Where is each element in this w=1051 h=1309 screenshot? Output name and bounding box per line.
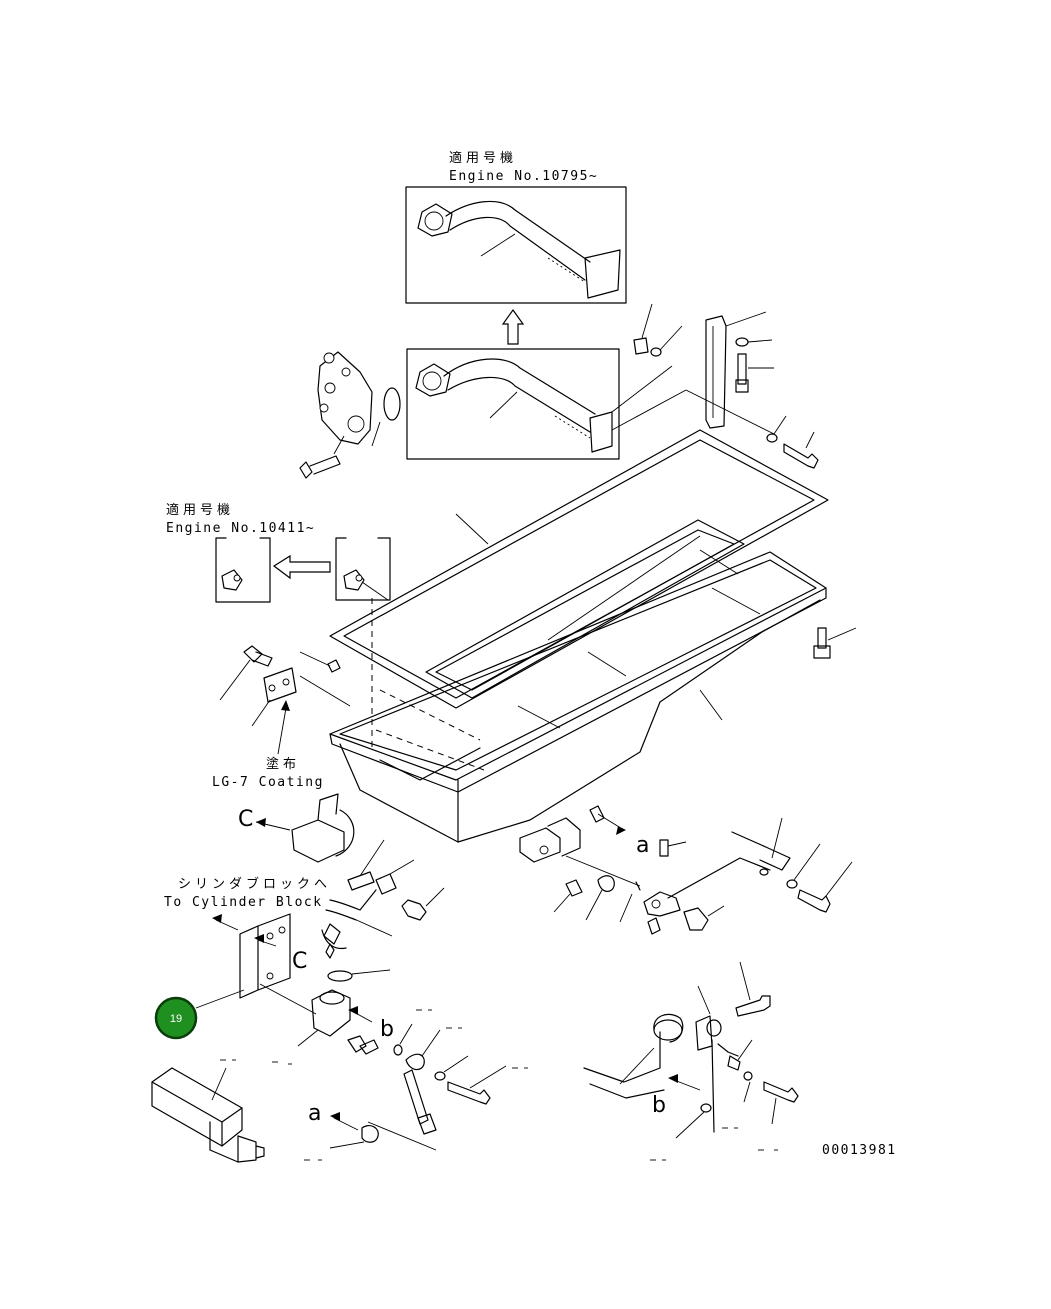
- hollow-up-arrow-icon: [501, 308, 525, 345]
- hose-fittings: [329, 1023, 507, 1151]
- right-side-fittings: [519, 805, 853, 935]
- top-right-fasteners: [611, 303, 819, 469]
- oil-pan: [329, 551, 857, 843]
- engine-number-label-top: Engine No.10795~: [449, 169, 598, 184]
- callout-number: 19: [170, 1013, 182, 1025]
- reference-c-left: C: [238, 807, 253, 832]
- hollow-left-arrow-icon: [272, 554, 331, 580]
- inset-box-bolt-new: [215, 537, 271, 603]
- plug-and-plate: [219, 645, 351, 755]
- support-bracket: [255, 793, 385, 891]
- pump-cover-bracket: [299, 351, 401, 479]
- applicable-models-label-mid: 適用号機: [166, 502, 234, 518]
- callout-marker-19[interactable]: 19: [154, 996, 198, 1040]
- coating-label-en: LG-7 Coating: [212, 775, 324, 790]
- drawing-number: 00013981: [822, 1143, 897, 1158]
- leader-dash-marks: [220, 1009, 778, 1161]
- reference-b-mid: b: [380, 1017, 394, 1042]
- reference-c-right: C: [292, 949, 307, 974]
- inset-box-top: [405, 186, 627, 304]
- oil-strainer: [151, 1067, 265, 1163]
- inner-baffle: [425, 519, 745, 699]
- o-ring-gasket: [383, 387, 401, 421]
- inset-box-bolt-old: [335, 537, 391, 601]
- to-cylinder-block-label-jp: シリンダブロックへ: [178, 876, 331, 892]
- inset-box-middle: [406, 348, 620, 460]
- to-cylinder-block-label-en: To Cylinder Block: [164, 895, 323, 910]
- strainer-housing: [297, 989, 379, 1055]
- oil-pan-gasket: [329, 429, 829, 709]
- reference-a-left: a: [308, 1101, 321, 1126]
- gauge-group: [583, 961, 799, 1139]
- engine-number-label-mid: Engine No.10411~: [166, 521, 315, 536]
- applicable-models-label-top: 適用号機: [449, 150, 517, 166]
- reference-a-right: a: [636, 833, 649, 858]
- angle-bracket: [195, 913, 317, 1015]
- reference-b-right: b: [652, 1093, 666, 1118]
- coating-label-jp: 塗布: [266, 756, 300, 772]
- oil-pipe-assembly: [321, 859, 445, 982]
- callout-circle[interactable]: [154, 996, 198, 1040]
